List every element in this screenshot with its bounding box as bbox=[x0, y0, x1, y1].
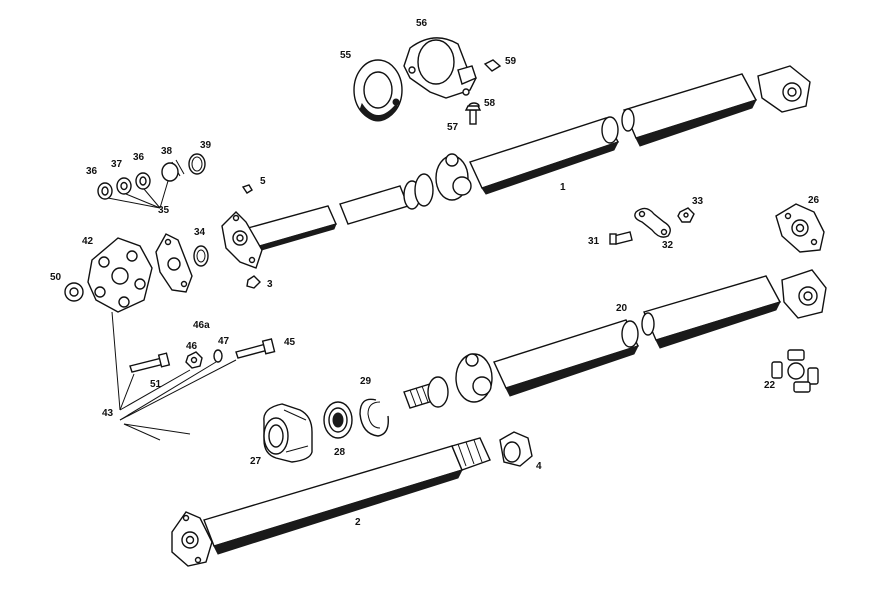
label-36-b: 36 bbox=[133, 152, 145, 163]
label-59: 59 bbox=[505, 56, 517, 67]
part-32-lock-plate bbox=[634, 207, 671, 238]
label-32: 32 bbox=[662, 240, 674, 251]
part-29-circlip bbox=[359, 398, 389, 437]
label-37: 37 bbox=[111, 159, 123, 170]
leader-lines-35 bbox=[107, 180, 169, 209]
label-33: 33 bbox=[692, 196, 704, 207]
part-55-rubber-ring bbox=[353, 59, 403, 122]
label-55: 55 bbox=[340, 50, 352, 61]
label-43: 43 bbox=[102, 408, 114, 419]
label-56: 56 bbox=[416, 18, 428, 29]
label-45: 45 bbox=[284, 337, 296, 348]
label-3: 3 bbox=[267, 279, 273, 290]
part-57-bolt bbox=[464, 105, 482, 125]
part-36-washer-a bbox=[97, 182, 113, 200]
label-4: 4 bbox=[536, 461, 542, 472]
label-46a: 46a bbox=[193, 320, 210, 331]
part-46-nut bbox=[185, 351, 203, 369]
part-51-bolt bbox=[129, 352, 171, 373]
part-45-bolt bbox=[235, 338, 276, 359]
label-39: 39 bbox=[200, 140, 212, 151]
label-50: 50 bbox=[50, 272, 62, 283]
part-36-washer-b bbox=[135, 172, 151, 190]
part-34-ring bbox=[193, 245, 209, 267]
label-57: 57 bbox=[447, 122, 459, 133]
leader-lines-43 bbox=[111, 311, 237, 441]
label-46: 46 bbox=[186, 341, 198, 352]
part-centering-flange bbox=[155, 233, 193, 293]
label-29: 29 bbox=[360, 376, 372, 387]
label-35: 35 bbox=[158, 205, 170, 216]
label-27: 27 bbox=[250, 456, 262, 467]
part-5-nut bbox=[241, 184, 253, 194]
part-39-snap-ring bbox=[188, 153, 206, 175]
label-58: 58 bbox=[484, 98, 496, 109]
label-47: 47 bbox=[218, 336, 230, 347]
label-26: 26 bbox=[808, 195, 820, 206]
part-59-nut bbox=[483, 59, 502, 72]
label-20: 20 bbox=[616, 303, 628, 314]
part-33-nut bbox=[677, 207, 695, 223]
label-5: 5 bbox=[260, 176, 266, 187]
part-26-flange bbox=[775, 203, 825, 253]
part-47-washer bbox=[213, 349, 223, 363]
part-37-bushing bbox=[116, 177, 132, 195]
part-2-front-shaft bbox=[171, 437, 491, 567]
part-56-bearing-bracket bbox=[403, 37, 477, 99]
label-1: 1 bbox=[560, 182, 566, 193]
callout-labels: 1 2 3 4 5 20 22 26 27 28 29 31 32 33 34 … bbox=[50, 18, 820, 528]
label-22: 22 bbox=[764, 380, 776, 391]
part-27-bearing-housing bbox=[263, 403, 313, 463]
label-38: 38 bbox=[161, 146, 173, 157]
part-22-universal-joint bbox=[771, 349, 819, 393]
label-51: 51 bbox=[150, 379, 162, 390]
part-50-bushing bbox=[64, 282, 84, 302]
part-42-flex-disc bbox=[87, 237, 153, 313]
part-38-spring bbox=[161, 159, 185, 182]
part-20-propeller-shaft-lower bbox=[403, 269, 827, 409]
label-28: 28 bbox=[334, 447, 346, 458]
label-34: 34 bbox=[194, 227, 206, 238]
label-42: 42 bbox=[82, 236, 94, 247]
label-36-a: 36 bbox=[86, 166, 98, 177]
part-28-ball-bearing bbox=[323, 401, 353, 439]
label-31: 31 bbox=[588, 236, 600, 247]
part-3-front-flange bbox=[221, 211, 263, 289]
part-4-sleeve-nut bbox=[499, 431, 533, 467]
label-2: 2 bbox=[355, 517, 361, 528]
part-1-propeller-shaft-upper bbox=[247, 65, 811, 252]
part-31-bolt bbox=[609, 231, 633, 245]
